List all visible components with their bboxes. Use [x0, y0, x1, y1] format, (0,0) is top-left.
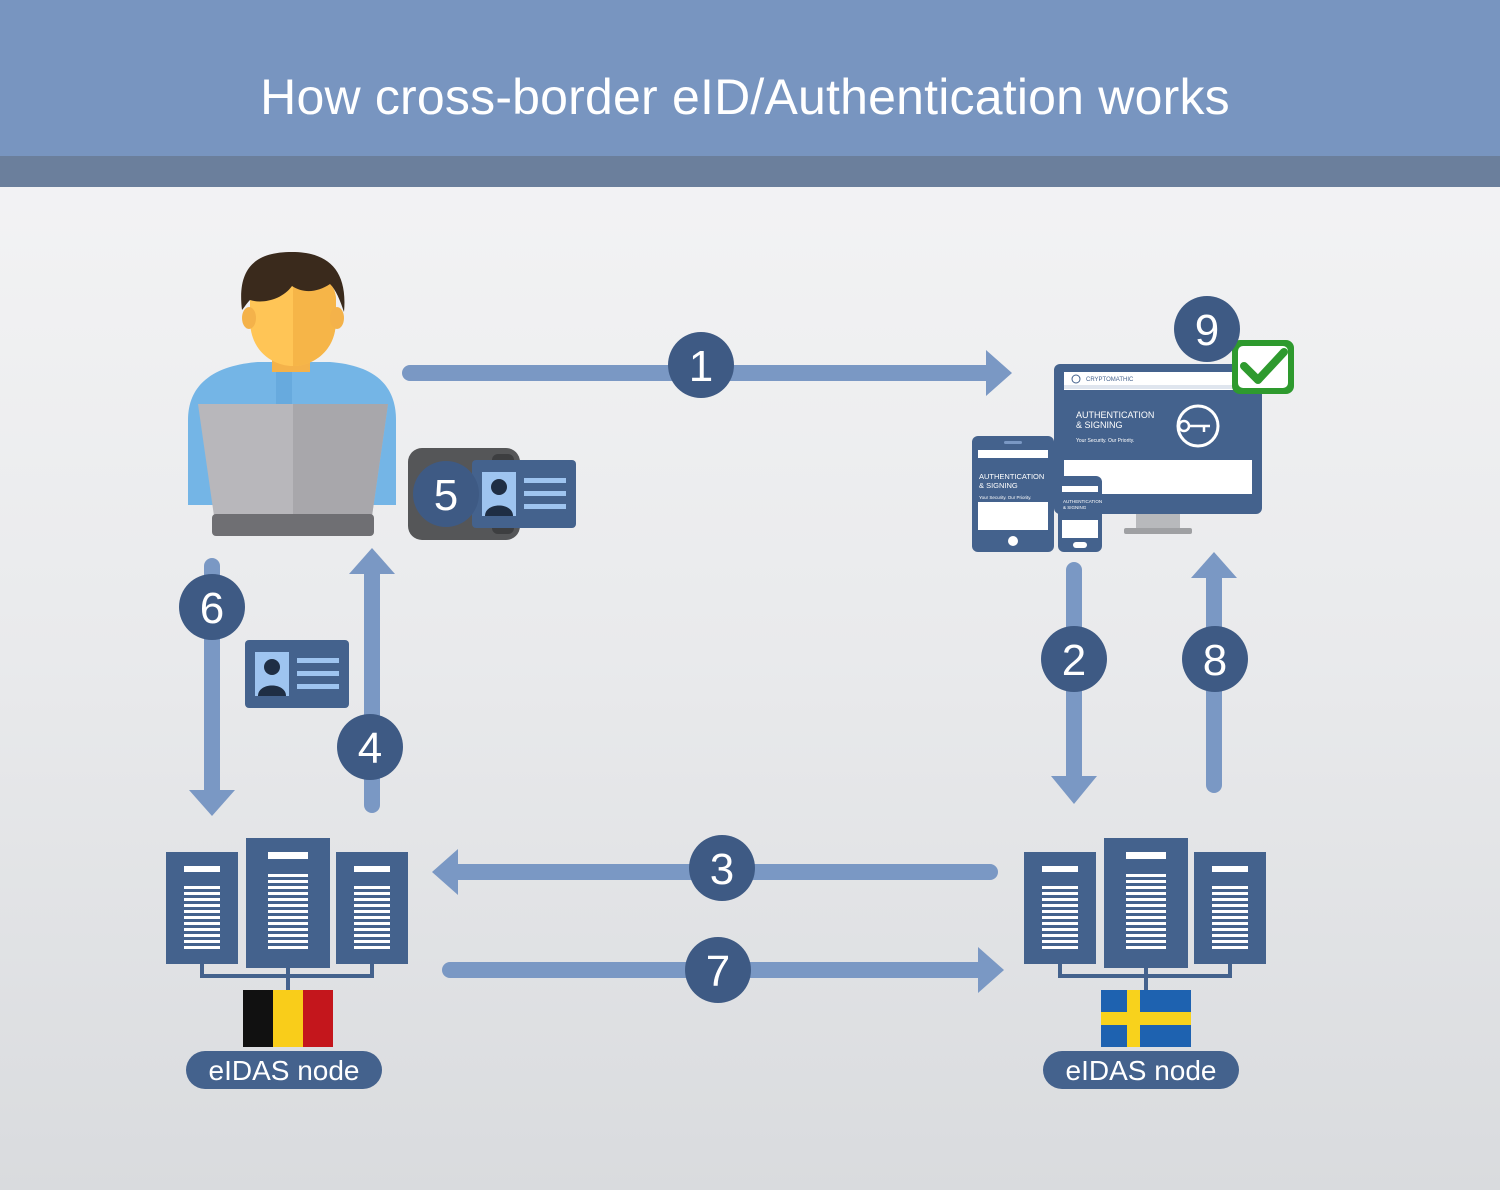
step-badge-9: 9	[1174, 296, 1240, 362]
tablet-heading-1: AUTHENTICATION	[979, 472, 1044, 481]
server-icon	[166, 838, 408, 990]
website-brand: CRYPTOMATHIC	[1086, 377, 1134, 383]
step-number-4: 4	[358, 724, 382, 773]
step-number-8: 8	[1203, 636, 1227, 685]
tablet-heading-2: & SIGNING	[979, 481, 1018, 490]
step-badge-5: 5	[413, 461, 479, 527]
node-label-pill-right	[1043, 1051, 1239, 1089]
node-label-pill-left	[186, 1051, 382, 1089]
page-title: How cross-border eID/Authentication work…	[260, 69, 1230, 125]
server-icon	[1024, 838, 1266, 990]
title-banner-band	[0, 156, 1500, 187]
step-number-1: 1	[689, 342, 713, 391]
step-badge-6: 6	[179, 574, 245, 640]
step-number-6: 6	[200, 584, 224, 633]
step-badge-2: 2	[1041, 626, 1107, 692]
website-tagline: Your Security. Our Priority.	[1076, 438, 1134, 444]
eidas-node-left: eIDAS node	[166, 838, 408, 1089]
step-badge-8: 8	[1182, 626, 1248, 692]
sweden-flag-icon	[1101, 990, 1191, 1047]
website-heading-1: AUTHENTICATION	[1076, 410, 1154, 420]
step-number-2: 2	[1062, 636, 1086, 685]
belgium-flag-icon	[243, 990, 333, 1047]
step-number-5: 5	[434, 471, 458, 520]
user-icon	[188, 252, 396, 536]
checkmark-icon	[1232, 340, 1294, 394]
node-label-right: eIDAS node	[1066, 1055, 1217, 1086]
step-badge-1: 1	[668, 332, 734, 398]
step-number-7: 7	[706, 947, 730, 996]
step-number-9: 9	[1195, 306, 1219, 355]
tablet-tagline: Your Security. Our Priority.	[979, 495, 1031, 500]
step-badge-7: 7	[685, 937, 751, 1003]
title-banner	[0, 0, 1500, 156]
website-devices-icon: CRYPTOMATHIC AUTHENTICATION & SIGNING Yo…	[972, 364, 1262, 552]
step-number-3: 3	[710, 845, 734, 894]
website-heading-2: & SIGNING	[1076, 420, 1123, 430]
phone-heading-1: AUTHENTICATION	[1063, 499, 1102, 504]
phone-heading-2: & SIGNING	[1063, 505, 1087, 510]
step-badge-3: 3	[689, 835, 755, 901]
node-label-left: eIDAS node	[209, 1055, 360, 1086]
eidas-node-right: eIDAS node	[1024, 838, 1266, 1089]
id-card-icon	[245, 640, 349, 708]
step-badge-4: 4	[337, 714, 403, 780]
